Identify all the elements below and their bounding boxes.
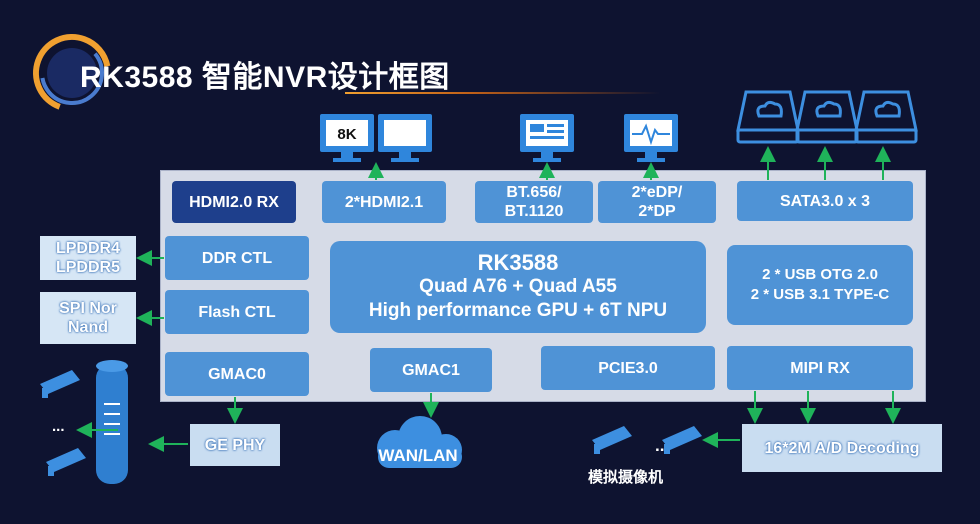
- spi-label-1: SPI Nor: [59, 300, 117, 317]
- ellipsis-left: ...: [52, 418, 65, 435]
- sata-label: SATA3.0 x 3: [779, 192, 871, 210]
- flash-ctl-block: Flash CTL: [165, 290, 309, 334]
- spi-label-2: Nand: [68, 319, 108, 336]
- camera-right-1-icon: [592, 426, 632, 454]
- pcie-block: PCIE3.0: [541, 346, 715, 390]
- edp-label-1: 2*eDP/: [631, 184, 683, 201]
- soc-core-block: RK3588 Quad A76 + Quad A55 High performa…: [330, 241, 706, 333]
- page-title: RK3588 智能NVR设计框图: [80, 61, 450, 94]
- ge-phy-label: GE PHY: [204, 436, 266, 454]
- soc-cpu: Quad A76 + Quad A55: [419, 276, 617, 297]
- lpddr-label-2: LPDDR5: [55, 259, 120, 276]
- soc-name: RK3588: [477, 250, 559, 275]
- lpddr-label-1: LPDDR4: [55, 240, 120, 257]
- hdmi-rx-block: HDMI2.0 RX: [172, 181, 296, 223]
- analog-camera-label: 模拟摄像机: [588, 469, 664, 486]
- edp-label-2: 2*DP: [638, 203, 676, 220]
- pcie-label: PCIE3.0: [598, 359, 658, 377]
- title-underline: [345, 92, 660, 94]
- camera-left-1-icon: [40, 370, 80, 398]
- camera-left-2-icon: [46, 448, 86, 476]
- usb-block: 2 * USB OTG 2.0 2 * USB 3.1 TYPE-C: [727, 245, 913, 325]
- disk-3-icon: [854, 90, 918, 144]
- gmac0-block: GMAC0: [165, 352, 309, 396]
- cloud-icon: [377, 416, 462, 468]
- gmac0-label: GMAC0: [208, 365, 266, 383]
- edp-block: 2*eDP/2*DP: [598, 181, 716, 223]
- monitor-8k-text: 8K: [337, 126, 356, 143]
- monitor-icon: [378, 114, 432, 162]
- hdmi-rx-label: HDMI2.0 RX: [189, 193, 279, 211]
- sata-block: SATA3.0 x 3: [737, 181, 913, 221]
- ge-phy-box: GE PHY: [190, 424, 280, 466]
- hdmi-tx-block: 2*HDMI2.1: [322, 181, 446, 223]
- disk-1-icon: [736, 90, 800, 144]
- ddr-ctl-label: DDR CTL: [201, 249, 273, 267]
- heartbeat-monitor-icon: [624, 114, 678, 162]
- disk-2-icon: [795, 90, 859, 144]
- wan-lan-label: WAN/LAN: [378, 446, 457, 465]
- mipi-rx-block: MIPI RX: [727, 346, 913, 390]
- camera-right-2-icon: [662, 426, 702, 454]
- ddr-ctl-block: DDR CTL: [165, 236, 309, 280]
- network-switch-icon: [96, 360, 128, 484]
- gmac1-label: GMAC1: [402, 361, 460, 379]
- monitor-8k-icon: 8K: [320, 114, 374, 162]
- flash-ctl-label: Flash CTL: [198, 303, 276, 321]
- logo-ring-icon: [33, 34, 112, 112]
- soc-gpu-npu: High performance GPU + 6T NPU: [368, 300, 668, 321]
- bt656-label-1: BT.656/: [506, 184, 562, 201]
- mipi-rx-label: MIPI RX: [790, 359, 850, 377]
- usb-label-1: 2 * USB OTG 2.0: [762, 266, 878, 283]
- ad-decoding-box: 16*2M A/D Decoding: [742, 424, 942, 472]
- ad-decoding-label: 16*2M A/D Decoding: [764, 439, 920, 457]
- document-monitor-icon: [520, 114, 574, 162]
- bt656-block: BT.656/BT.1120: [475, 181, 593, 223]
- gmac1-block: GMAC1: [370, 348, 492, 392]
- hdmi-tx-label: 2*HDMI2.1: [344, 193, 424, 211]
- bt656-label-2: BT.1120: [504, 203, 564, 220]
- connection-arrows: [76, 146, 901, 452]
- usb-label-2: 2 * USB 3.1 TYPE-C: [750, 286, 890, 303]
